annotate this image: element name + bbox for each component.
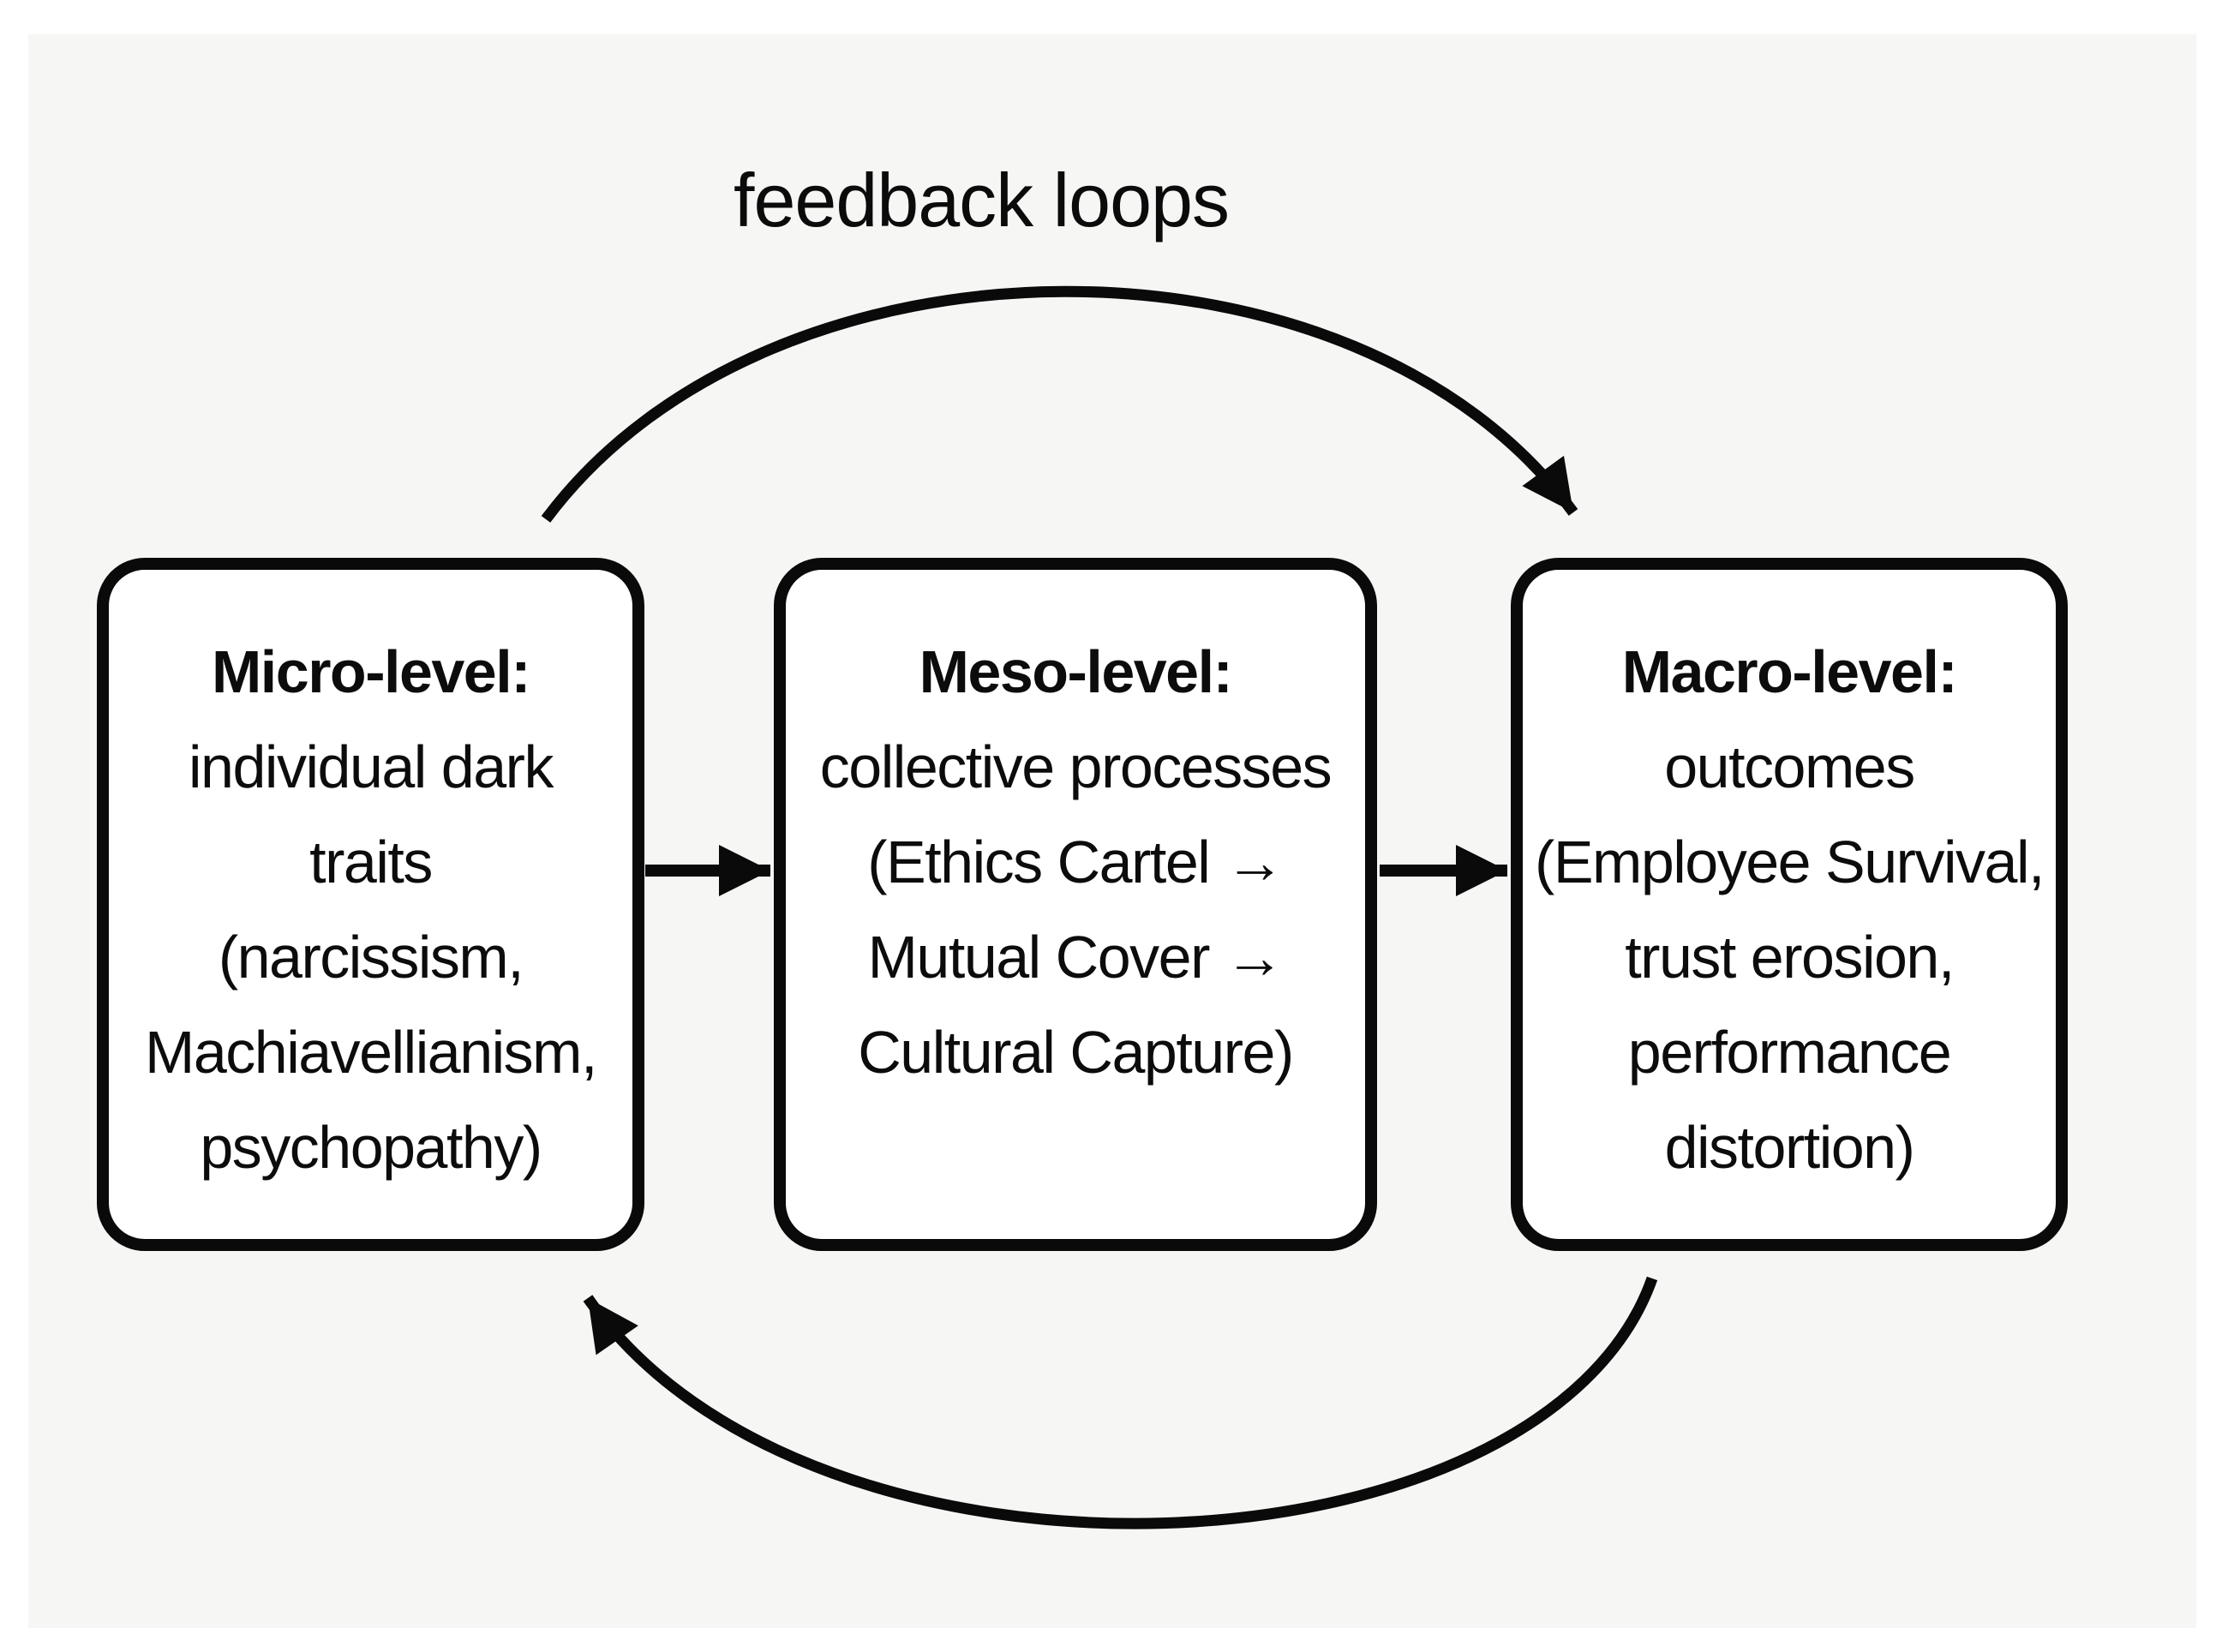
macro-box-line: distortion) [1664, 1114, 1915, 1181]
meso-box-line: (Ethics Cartel → [867, 829, 1285, 895]
macro-box-line: trust erosion, [1625, 924, 1955, 991]
meso-box-line: collective processes [819, 733, 1333, 800]
micro-box-title: Micro-level: [212, 638, 531, 705]
micro-box-line: (narcissism, [218, 924, 524, 991]
meso-box-line: Mutual Cover → [867, 924, 1285, 991]
macro-box-line: performance [1627, 1019, 1952, 1086]
meso-box-title: Meso-level: [919, 638, 1233, 705]
top-feedback-arrow [541, 285, 1578, 523]
feedback-loops-label: feedback loops [734, 158, 1230, 242]
macro-box-title: Macro-level: [1621, 638, 1958, 705]
micro-box-line: psychopathy) [200, 1114, 542, 1181]
macro-box-line: (Employee Survival, [1535, 829, 2045, 895]
micro-box-line: traits [309, 829, 433, 895]
meso-box-line: Cultural Capture) [858, 1019, 1294, 1086]
micro-box-line: Machiavellianism, [145, 1019, 597, 1086]
micro-level-box: Micro-level: individual dark traits (nar… [97, 558, 644, 1251]
macro-level-box: Macro-level: outcomes (Employee Survival… [1511, 558, 2068, 1251]
macro-box-line: outcomes [1664, 733, 1915, 800]
bottom-feedback-arrow [583, 1276, 1658, 1529]
meso-level-box: Meso-level: collective processes (Ethics… [774, 558, 1377, 1251]
micro-box-line: individual dark [189, 733, 554, 800]
